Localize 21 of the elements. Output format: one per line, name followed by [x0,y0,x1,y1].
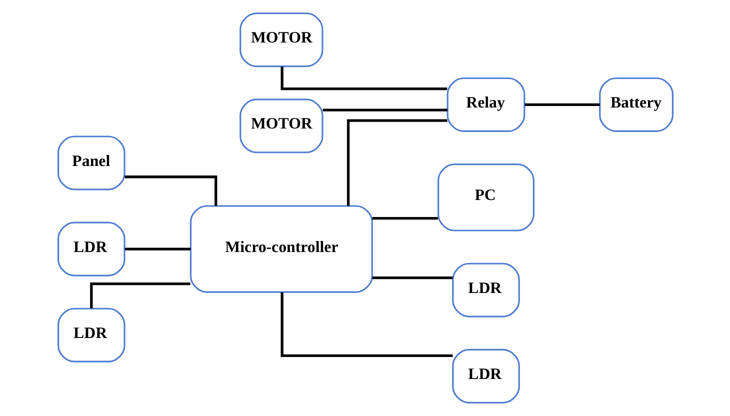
node-box: Relay [446,77,525,132]
node-box: Battery [598,77,673,132]
connector [90,282,190,308]
node-box: LDR [452,262,520,318]
node-box: LDR [57,222,125,276]
connector [280,292,452,357]
connector [372,276,452,280]
connector [124,248,190,250]
connector [524,103,600,106]
connector [372,216,438,220]
connector [346,119,447,206]
node-box: LDR [57,308,125,362]
connector [280,66,447,90]
node-box: PC [437,164,534,232]
connector [322,108,447,112]
node-box: Panel [57,136,125,190]
node-box: MOTOR [239,98,323,154]
node-box: LDR [452,348,520,404]
node-box: MOTOR [239,12,323,68]
connector [124,176,217,206]
node-box: Micro-controller [189,205,372,293]
